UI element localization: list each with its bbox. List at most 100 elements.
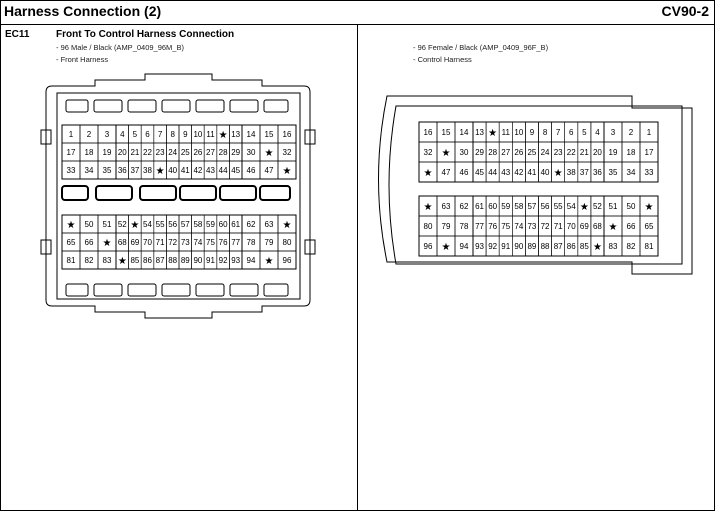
pin-label: 81 [645, 242, 654, 251]
pin-label: 45 [475, 168, 484, 177]
pin-label: 27 [501, 148, 510, 157]
empty-pin-star-icon: ★ [593, 242, 602, 253]
pin-label: 10 [514, 128, 523, 137]
pin-label: 94 [460, 242, 469, 251]
pin-cell [639, 161, 659, 183]
pin-label: 17 [67, 148, 76, 157]
pin-label: 90 [514, 242, 523, 251]
pin-label: 15 [265, 130, 274, 139]
pin-label: 75 [501, 222, 510, 231]
pin-label: 72 [541, 222, 550, 231]
pin-label: 62 [460, 202, 469, 211]
empty-pin-star-icon: ★ [645, 202, 654, 213]
pin-label: 79 [265, 238, 274, 247]
pin-label: 44 [488, 168, 497, 177]
pin-label: 69 [580, 222, 589, 231]
empty-pin-star-icon: ★ [580, 202, 589, 213]
empty-pin-star-icon: ★ [554, 168, 563, 179]
pin-label: 2 [629, 128, 634, 137]
pin-label: 86 [143, 256, 152, 265]
pin-label: 20 [118, 148, 127, 157]
pin-label: 68 [593, 222, 602, 231]
page-title: Harness Connection (2) [4, 3, 162, 19]
pin-label: 92 [219, 256, 228, 265]
pin-label: 35 [103, 166, 112, 175]
pin-label: 96 [424, 242, 433, 251]
female-spec: - 96 Female / Black (AMP_0409_96F_B) [413, 43, 549, 52]
pin-label: 91 [501, 242, 510, 251]
pin-label: 50 [627, 202, 636, 211]
pin-label: 44 [219, 166, 228, 175]
pin-label: 3 [611, 128, 616, 137]
empty-pin-star-icon: ★ [219, 130, 228, 141]
pin-label: 74 [193, 238, 202, 247]
pin-label: 69 [130, 238, 139, 247]
pin-label: 29 [231, 148, 240, 157]
pin-label: 22 [143, 148, 152, 157]
pin-label: 14 [247, 130, 256, 139]
pin-label: 80 [424, 222, 433, 231]
pin-label: 75 [206, 238, 215, 247]
pin-label: 94 [247, 256, 256, 265]
empty-pin-star-icon: ★ [156, 166, 165, 177]
pin-label: 17 [645, 148, 654, 157]
pin-label: 10 [193, 130, 202, 139]
pin-label: 29 [475, 148, 484, 157]
pin-label: 80 [283, 238, 292, 247]
pin-label: 85 [130, 256, 139, 265]
pin-label: 21 [580, 148, 589, 157]
empty-pin-star-icon: ★ [424, 168, 433, 179]
pin-label: 28 [488, 148, 497, 157]
pin-label: 87 [156, 256, 165, 265]
pin-label: 3 [105, 130, 110, 139]
pin-label: 32 [424, 148, 433, 157]
pin-label: 52 [593, 202, 602, 211]
pin-label: 65 [67, 238, 76, 247]
empty-pin-star-icon: ★ [265, 148, 274, 159]
pin-label: 77 [475, 222, 484, 231]
pin-label: 46 [460, 168, 469, 177]
pin-label: 24 [541, 148, 550, 157]
pin-label: 1 [647, 128, 652, 137]
pin-label: 37 [580, 168, 589, 177]
pin-label: 8 [170, 130, 175, 139]
pin-label: 54 [143, 220, 152, 229]
male-spec: - 96 Male / Black (AMP_0409_96M_B) [56, 43, 184, 52]
pin-label: 81 [67, 256, 76, 265]
pin-label: 68 [118, 238, 127, 247]
pin-label: 57 [181, 220, 190, 229]
pin-label: 77 [231, 238, 240, 247]
pin-label: 30 [460, 148, 469, 157]
pin-label: 7 [158, 130, 163, 139]
pin-label: 46 [247, 166, 256, 175]
pin-label: 79 [442, 222, 451, 231]
pin-label: 70 [567, 222, 576, 231]
pin-label: 43 [206, 166, 215, 175]
pin-label: 58 [193, 220, 202, 229]
pin-label: 27 [206, 148, 215, 157]
pin-label: 93 [231, 256, 240, 265]
empty-pin-star-icon: ★ [103, 238, 112, 249]
pin-label: 51 [103, 220, 112, 229]
pin-label: 78 [247, 238, 256, 247]
pin-label: 38 [143, 166, 152, 175]
pin-label: 52 [118, 220, 127, 229]
pin-label: 85 [580, 242, 589, 251]
pin-label: 57 [527, 202, 536, 211]
pin-label: 13 [475, 128, 484, 137]
pin-label: 88 [168, 256, 177, 265]
pin-label: 6 [569, 128, 574, 137]
pin-cell [277, 250, 297, 270]
pin-label: 78 [460, 222, 469, 231]
pin-label: 62 [247, 220, 256, 229]
pin-label: 91 [206, 256, 215, 265]
pin-label: 33 [67, 166, 76, 175]
pin-label: 66 [627, 222, 636, 231]
pin-label: 18 [85, 148, 94, 157]
pin-label: 60 [488, 202, 497, 211]
pin-label: 26 [193, 148, 202, 157]
pin-label: 24 [168, 148, 177, 157]
pin-label: 63 [265, 220, 274, 229]
